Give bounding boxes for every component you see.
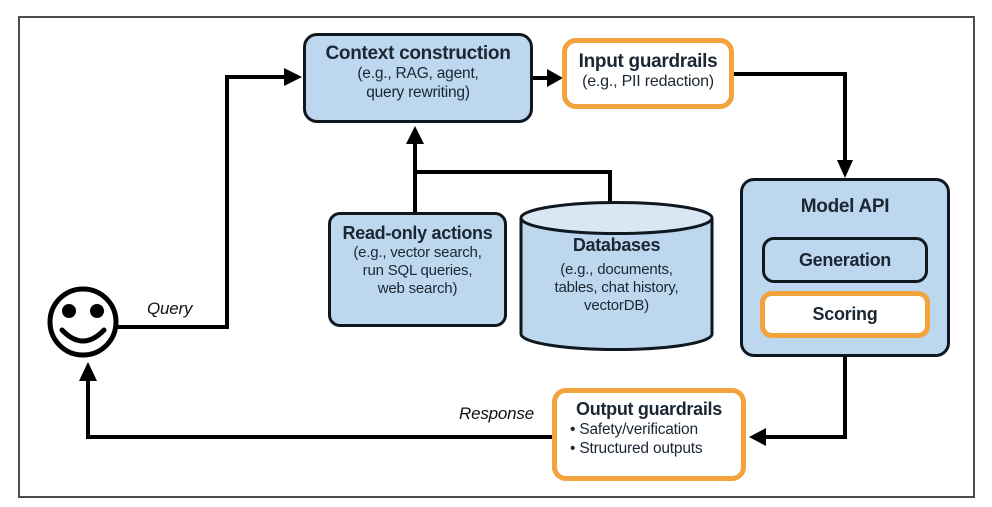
scoring-label: Scoring xyxy=(812,304,878,324)
smiley-face-user-icon xyxy=(47,286,119,358)
databases-line: (e.g., documents, xyxy=(560,261,673,278)
query-edge-label: Query xyxy=(147,299,193,318)
generation-label: Generation xyxy=(798,249,892,270)
read-only-actions-line: (e.g., vector search, xyxy=(353,244,482,261)
model-api-box: Model API Generation Scoring xyxy=(740,178,950,357)
edge-context-to-input-arrowhead xyxy=(547,69,563,87)
context-construction-box: Context construction (e.g., RAG, agent, … xyxy=(303,33,533,123)
smiley-left-eye xyxy=(62,304,76,318)
databases-cylinder-body xyxy=(519,218,714,351)
smiley-head xyxy=(47,286,119,358)
smiley-mouth xyxy=(59,327,107,344)
edge-query-path xyxy=(116,75,286,329)
read-only-actions-line: web search) xyxy=(377,280,458,297)
databases-title: Databases xyxy=(572,235,661,255)
edge-readonly-to-context-arrowhead xyxy=(406,126,424,144)
edge-model-to-output-path xyxy=(764,357,847,439)
input-guardrails-box: Input guardrails (e.g., PII redaction) xyxy=(562,38,734,109)
read-only-actions-title: Read-only actions xyxy=(342,223,493,243)
edge-model-to-output-arrowhead xyxy=(749,428,766,446)
context-construction-title: Context construction xyxy=(325,43,511,64)
databases-line: vectorDB) xyxy=(584,297,649,314)
edge-response-arrowhead xyxy=(79,362,97,381)
databases-cylinder-shape xyxy=(519,201,714,351)
databases-cylinder-top xyxy=(519,201,714,235)
output-guardrails-bullet: • Safety/verification xyxy=(570,421,698,438)
output-guardrails-title: Output guardrails xyxy=(576,399,722,419)
edge-input-to-model-arrowhead xyxy=(837,160,853,178)
context-construction-line: (e.g., RAG, agent, xyxy=(357,65,479,82)
read-only-actions-box: Read-only actions (e.g., vector search, … xyxy=(328,212,507,327)
input-guardrails-title: Input guardrails xyxy=(578,51,718,72)
model-api-title: Model API xyxy=(800,196,890,217)
response-edge-label: Response xyxy=(459,404,534,423)
output-guardrails-bullet: • Structured outputs xyxy=(570,440,703,457)
input-guardrails-line: (e.g., PII redaction) xyxy=(582,73,714,90)
read-only-actions-line: run SQL queries, xyxy=(362,262,473,279)
edge-response-path xyxy=(86,380,552,439)
edge-databases-join-path xyxy=(413,170,612,204)
output-guardrails-box: Output guardrails • Safety/verification … xyxy=(552,388,746,481)
scoring-box: Scoring xyxy=(760,291,930,338)
databases-line: tables, chat history, xyxy=(554,279,679,296)
smiley-right-eye xyxy=(90,304,104,318)
edge-input-to-model-path xyxy=(733,72,847,162)
generation-box: Generation xyxy=(762,237,928,283)
edge-query-arrowhead xyxy=(284,68,302,86)
context-construction-line: query rewriting) xyxy=(366,83,470,101)
databases-label-block: Databases (e.g., documents, tables, chat… xyxy=(524,235,709,315)
